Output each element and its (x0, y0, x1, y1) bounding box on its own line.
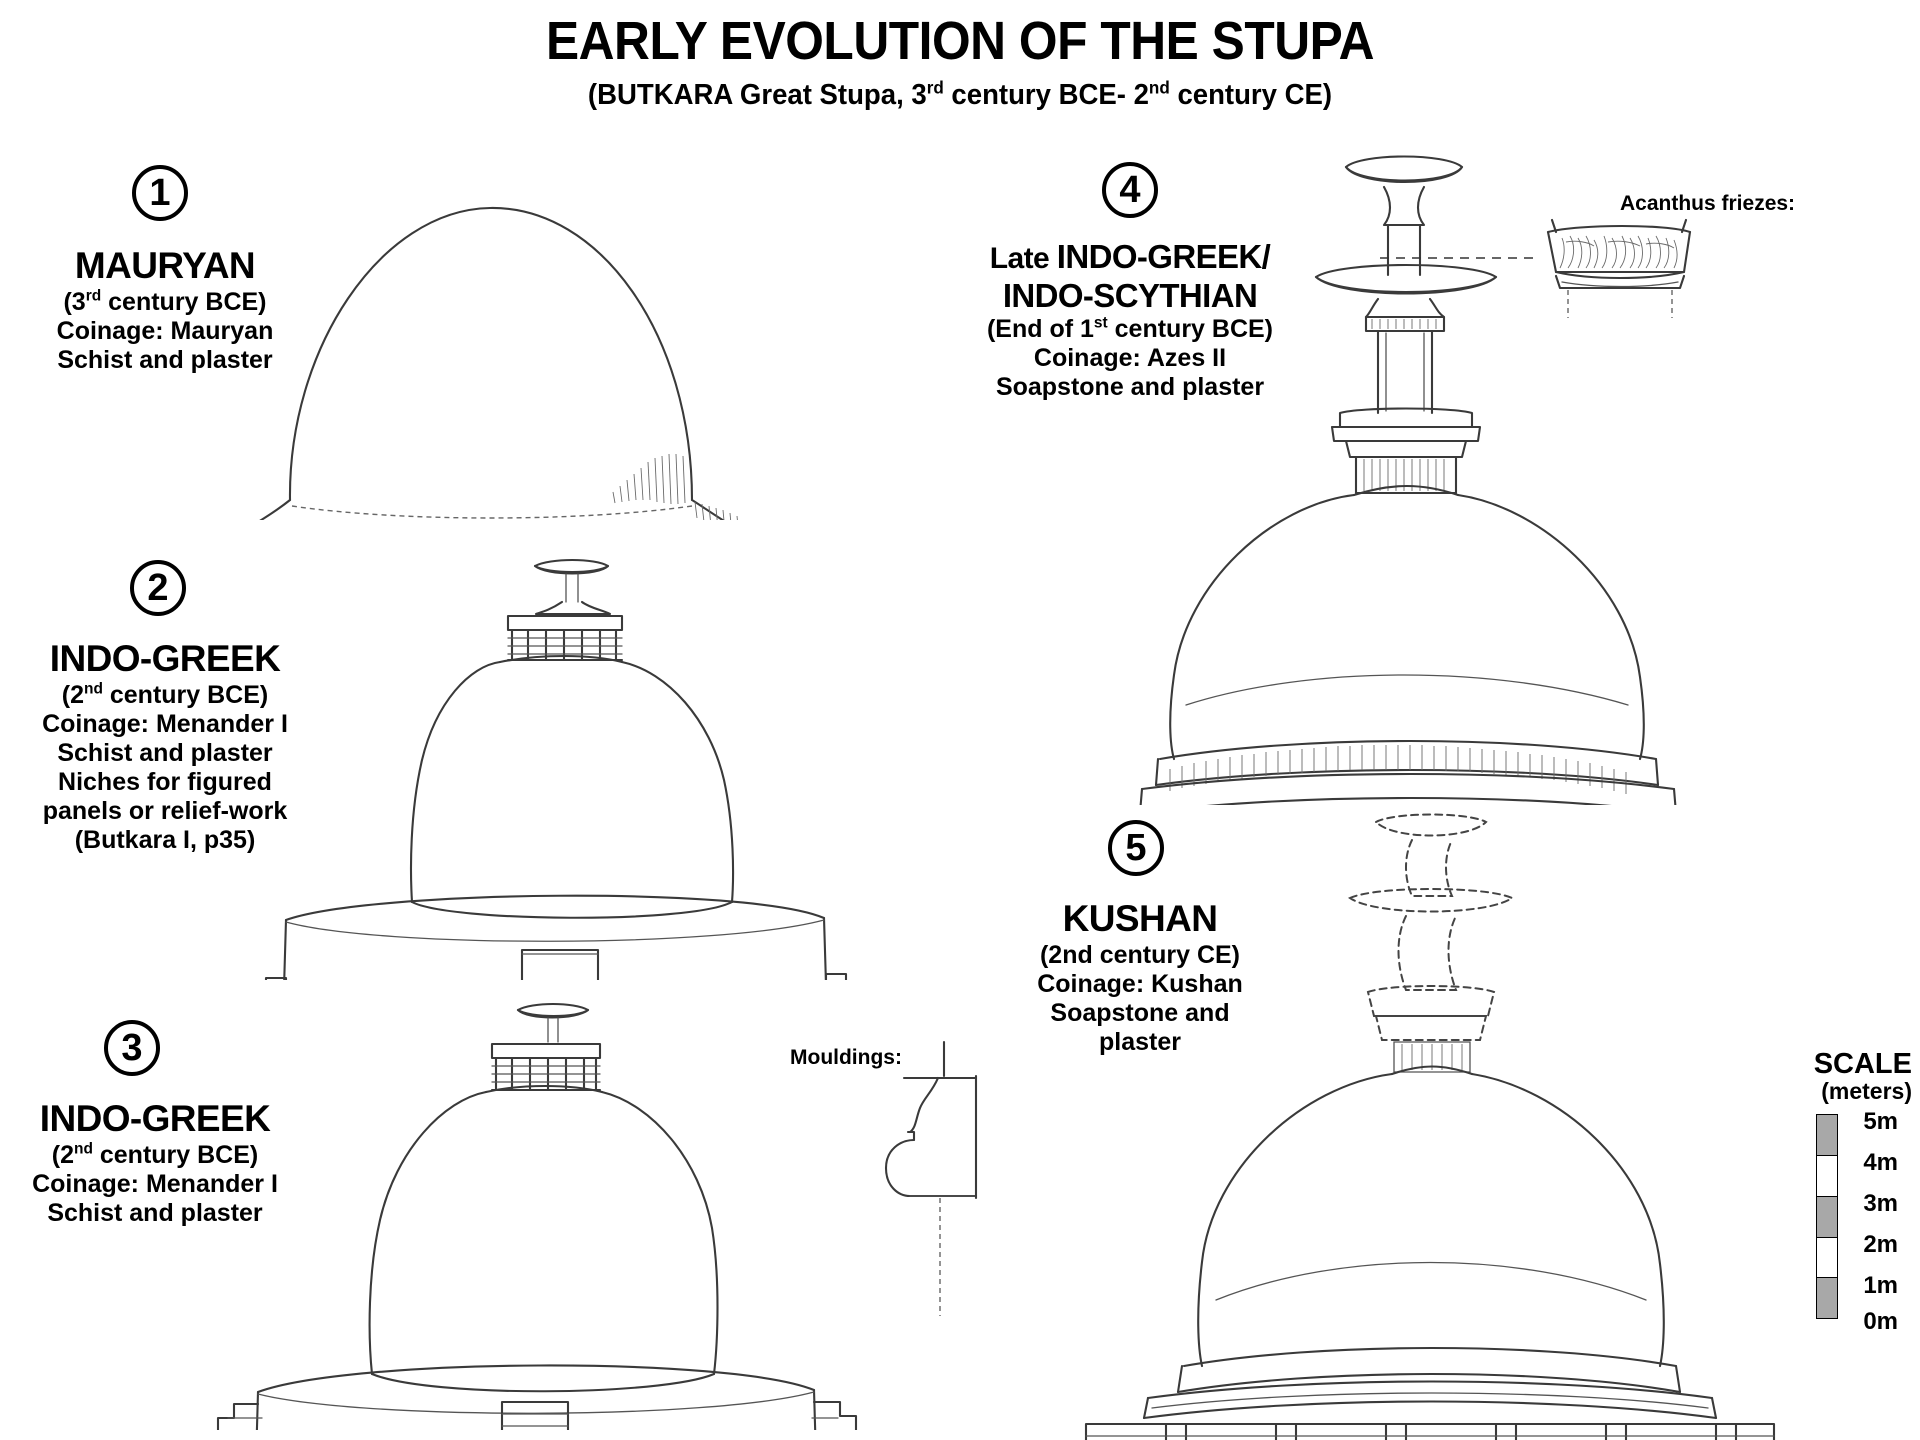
stage-date-4: (End of 1st century BCE) (930, 315, 1330, 344)
stage-number-badge-4: 4 (1102, 162, 1158, 218)
stage-line-5-1: Soapstone and (1050, 998, 1230, 1027)
acanthus-frieze-detail-drawing (1380, 210, 1720, 320)
stage-date-4-pre: (End of 1 (986, 315, 1094, 344)
stage-line-2-3: panels or relief-work (42, 796, 288, 825)
scale-segment-2 (1817, 1237, 1837, 1279)
scale-segment-3 (1817, 1196, 1837, 1238)
title-block: EARLY EVOLUTION OF THE STUPA (BUTKARA Gr… (0, 11, 1920, 112)
page-title: EARLY EVOLUTION OF THE STUPA (545, 11, 1375, 71)
scale-tick-5m: 5m (1863, 1108, 1898, 1136)
stage-date-1-post: century BCE) (101, 287, 267, 316)
stage-title-4-main: INDO-GREEK/ (1056, 238, 1271, 275)
stage-line-3-0: Coinage: Menander I (32, 1169, 278, 1198)
stage-title-2: INDO-GREEK (49, 638, 281, 679)
stage-title-3: INDO-GREEK (39, 1098, 271, 1139)
stage-caption-2: INDO-GREEK (2nd century BCE) Coinage: Me… (0, 638, 330, 855)
stage-title-4-line2: INDO-SCYTHIAN (1002, 276, 1258, 314)
stupa-drawing-3 (200, 1000, 880, 1430)
stage-title-4-prefix: Late (989, 242, 1057, 275)
subtitle-part-2: century BCE- 2 (943, 79, 1149, 112)
stage-date-5: (2nd century CE) (1039, 940, 1241, 969)
stage-date-2-pre: (2 (61, 680, 84, 709)
scale-block: SCALE (meters) 5m 4m 3m 2m 1m 0m (1762, 1048, 1912, 1336)
stage-date-4-sup: st (1093, 314, 1108, 332)
stage-caption-1: MAURYAN (3rd century BCE) Coinage: Maury… (0, 245, 330, 375)
stage-caption-3: INDO-GREEK (2nd century BCE) Coinage: Me… (0, 1098, 310, 1228)
stage-title-5: KUSHAN (1062, 898, 1218, 939)
stage-date-1-pre: (3 (63, 287, 86, 316)
stupa-drawing-4 (1010, 145, 1870, 805)
stupa-drawing-5 (1020, 800, 1780, 1440)
stupa-drawing-2 (250, 550, 890, 980)
scale-subtitle: (meters) (1821, 1078, 1912, 1104)
stage-line-3-1: Schist and plaster (47, 1198, 263, 1227)
mouldings-detail-drawing (880, 1040, 1010, 1320)
stage-title-4-line1: Late INDO-GREEK/ (930, 238, 1330, 277)
scale-tick-3m: 3m (1863, 1190, 1898, 1218)
scale-bar-wrap: 5m 4m 3m 2m 1m 0m (1762, 1108, 1912, 1335)
subtitle-part-1: (BUTKARA Great Stupa, 3 (587, 79, 927, 112)
stage-number-badge-3: 3 (104, 1020, 160, 1076)
scale-tick-2m: 2m (1863, 1231, 1898, 1259)
stage-date-1-sup: rd (85, 287, 102, 305)
scale-segment-1 (1817, 1278, 1837, 1319)
stage-caption-4: Late INDO-GREEK/ INDO-SCYTHIAN (End of 1… (930, 238, 1330, 402)
stage-line-5-2: plaster (1099, 1027, 1181, 1056)
scale-bar (1816, 1114, 1838, 1320)
mouldings-label: Mouldings: (790, 1046, 902, 1069)
scale-tick-0m: 0m (1863, 1308, 1898, 1336)
stage-title-1: MAURYAN (74, 245, 256, 286)
stage-line-2-4: (Butkara I, p35) (74, 825, 256, 854)
stage-line-4-1: Soapstone and plaster (995, 373, 1265, 402)
subtitle-sup-nd: nd (1148, 77, 1170, 98)
stage-line-4-0: Coinage: Azes II (1033, 344, 1227, 373)
stage-number-badge-1: 1 (132, 165, 188, 221)
scale-tick-1m: 1m (1863, 1272, 1898, 1300)
stage-number-badge-2: 2 (130, 560, 186, 616)
stage-date-2-post: century BCE) (102, 680, 269, 709)
acanthus-friezes-label: Acanthus friezes: (1620, 192, 1796, 215)
scale-tick-4m: 4m (1863, 1149, 1898, 1177)
stage-line-1-1: Schist and plaster (57, 345, 273, 374)
stage-line-2-2: Niches for figured (58, 767, 272, 796)
stage-date-3-post: century BCE) (92, 1140, 259, 1169)
stage-date-4-post: century BCE) (1107, 315, 1274, 344)
stage-date-3: (2nd century BCE) (0, 1141, 310, 1170)
stage-line-5-0: Coinage: Kushan (1037, 969, 1243, 998)
stage-date-2-sup: nd (83, 680, 103, 698)
scale-segment-5 (1817, 1115, 1837, 1157)
subtitle-sup-rd: rd (926, 77, 944, 98)
stage-caption-5: KUSHAN (2nd century CE) Coinage: Kushan … (980, 898, 1300, 1057)
scale-segment-4 (1817, 1156, 1837, 1197)
stage-line-1-0: Coinage: Mauryan (56, 316, 274, 345)
stage-line-2-1: Schist and plaster (57, 738, 273, 767)
stage-date-3-sup: nd (73, 1140, 93, 1158)
stage-line-2-0: Coinage: Menander I (42, 709, 288, 738)
stage-number-badge-5: 5 (1108, 820, 1164, 876)
stage-date-2: (2nd century BCE) (0, 681, 330, 710)
scale-title: SCALE (1813, 1048, 1912, 1080)
stage-date-1: (3rd century BCE) (0, 288, 330, 317)
subtitle-part-3: century CE) (1169, 79, 1333, 112)
page-subtitle: (BUTKARA Great Stupa, 3rd century BCE- 2… (48, 77, 1872, 112)
stupa-drawing-1 (180, 150, 920, 520)
stage-date-3-pre: (2 (51, 1140, 74, 1169)
